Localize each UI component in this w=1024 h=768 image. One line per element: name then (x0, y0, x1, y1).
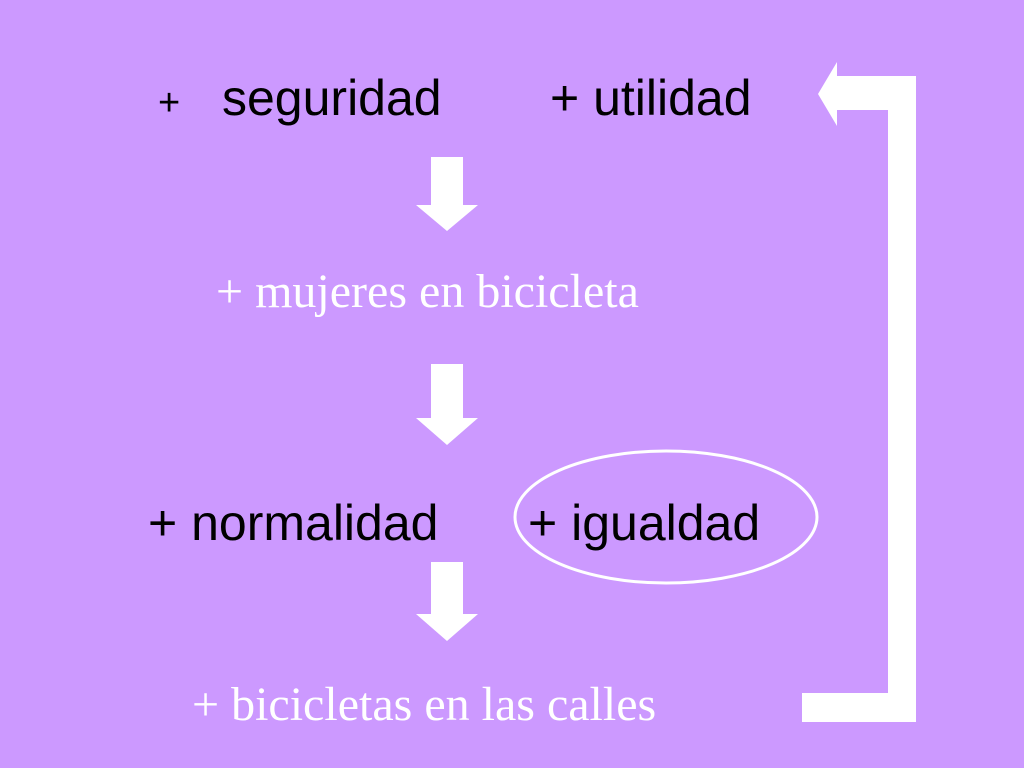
label-normalidad: + normalidad (148, 495, 439, 551)
down-arrow-icon (416, 364, 478, 445)
down-arrow-icon (416, 157, 478, 231)
label-bicicletas-en-las-calles: + bicicletas en las calles (192, 678, 657, 731)
label-igualdad: + igualdad (528, 495, 761, 551)
feedback-loop-arrow-icon (802, 62, 916, 722)
plus-sign: + (158, 82, 181, 124)
label-mujeres-en-bicicleta: + mujeres en bicicleta (216, 265, 639, 318)
label-utilidad: + utilidad (550, 70, 752, 126)
label-seguridad: seguridad (222, 70, 442, 126)
down-arrow-icon (416, 562, 478, 641)
